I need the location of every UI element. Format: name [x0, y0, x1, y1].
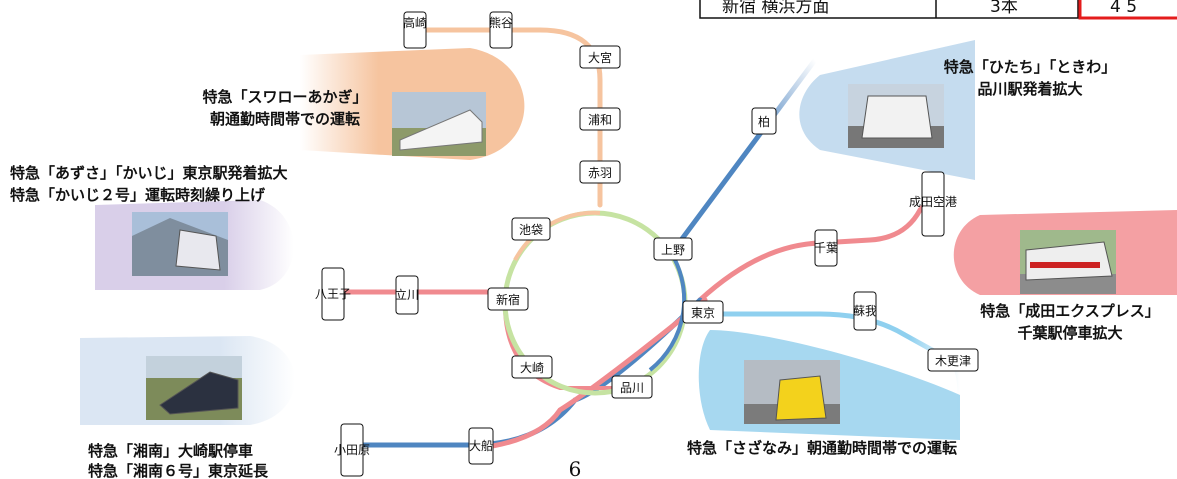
- svg-text:成田空港: 成田空港: [909, 195, 957, 209]
- callout-narita-line2: 千葉駅停車拡大: [1017, 324, 1122, 342]
- callout-swallow-line2: 朝通勤時間帯での運転: [210, 110, 360, 128]
- callout-azusa-line2: 特急「かいじ２号」運転時刻繰り上げ: [10, 186, 266, 204]
- station-tokyo: 東京: [682, 300, 724, 324]
- station-kashiwa: 柏: [751, 107, 777, 135]
- station-omiya: 大宮: [579, 45, 621, 69]
- train-photo-sazanami: [744, 360, 840, 424]
- station-takasaki: 高崎: [403, 11, 427, 49]
- train-photo-narita: [1020, 230, 1116, 294]
- svg-text:柏: 柏: [758, 114, 770, 129]
- svg-text:大船: 大船: [469, 439, 493, 453]
- station-kisarazu: 木更津: [927, 348, 979, 372]
- train-photo-hitachi: [848, 84, 944, 148]
- svg-text:東京: 東京: [691, 306, 715, 320]
- svg-text:大宮: 大宮: [588, 50, 612, 65]
- station-ueno: 上野: [653, 237, 693, 261]
- station-shinjuku: 新宿: [487, 287, 529, 311]
- station-kumagaya: 熊谷: [489, 11, 513, 49]
- svg-text:大崎: 大崎: [520, 361, 544, 375]
- callout-azusa-line1: 特急「あずさ」「かいじ」東京駅発着拡大: [10, 164, 288, 182]
- station-hachioji: 八王子: [315, 267, 351, 321]
- train-photo-azusa: [132, 212, 228, 276]
- partial-table: 新宿 横浜方面 3本 4 5: [699, 0, 1177, 20]
- train-photo-shonan: [146, 356, 242, 420]
- highlight-frame: [1078, 0, 1177, 20]
- station-chiba: 千葉: [814, 229, 838, 267]
- callout-shonan-line1: 特急「湘南」大崎駅停車: [88, 442, 253, 460]
- callout-hitachi-line2: 品川駅発着拡大: [977, 80, 1082, 98]
- callout-narita-line1: 特急「成田エクスプレス」: [980, 302, 1160, 320]
- station-tachikawa: 立川: [395, 275, 419, 315]
- svg-text:池袋: 池袋: [519, 223, 543, 237]
- table-route-cell: 新宿 横浜方面: [722, 0, 829, 17]
- svg-text:赤羽: 赤羽: [588, 166, 612, 180]
- svg-text:木更津: 木更津: [935, 354, 971, 368]
- svg-text:上野: 上野: [661, 243, 685, 257]
- train-photo-swallow: [392, 92, 486, 156]
- svg-text:新宿: 新宿: [496, 292, 520, 307]
- loop-blue-arc: [648, 246, 687, 372]
- svg-text:品川: 品川: [620, 381, 644, 395]
- svg-text:高崎: 高崎: [403, 15, 427, 30]
- station-ofuna: 大船: [468, 427, 494, 465]
- station-osaki: 大崎: [511, 355, 553, 379]
- table-cell-3: 4 5: [1110, 0, 1137, 17]
- station-shinagawa: 品川: [611, 375, 653, 399]
- station-soga: 蘇我: [853, 291, 877, 331]
- svg-text:蘇我: 蘇我: [853, 304, 877, 318]
- callout-shonan-line2: 特急「湘南６号」東京延長: [88, 462, 269, 479]
- station-akabane: 赤羽: [579, 160, 621, 184]
- loop-peach-arc: [513, 210, 601, 261]
- svg-text:八王子: 八王子: [315, 287, 351, 301]
- station-odawara: 小田原: [334, 423, 370, 477]
- page-number: 6: [569, 457, 582, 479]
- callout-hitachi-line1: 特急「ひたち」「ときわ」: [944, 58, 1117, 76]
- svg-text:小田原: 小田原: [334, 443, 370, 457]
- station-narita-airport: 成田空港: [909, 171, 957, 237]
- svg-text:立川: 立川: [395, 287, 419, 302]
- table-cell-2: 3本: [990, 0, 1018, 17]
- callout-sazanami-line1: 特急「さざなみ」朝通勤時間帯での運転: [687, 439, 957, 457]
- station-ikebukuro: 池袋: [511, 217, 551, 241]
- callout-swallow-line1: 特急「スワローあかぎ」: [202, 88, 367, 106]
- svg-text:浦和: 浦和: [588, 113, 612, 127]
- station-urawa: 浦和: [579, 107, 621, 131]
- svg-text:熊谷: 熊谷: [489, 15, 513, 30]
- svg-text:千葉: 千葉: [814, 241, 838, 255]
